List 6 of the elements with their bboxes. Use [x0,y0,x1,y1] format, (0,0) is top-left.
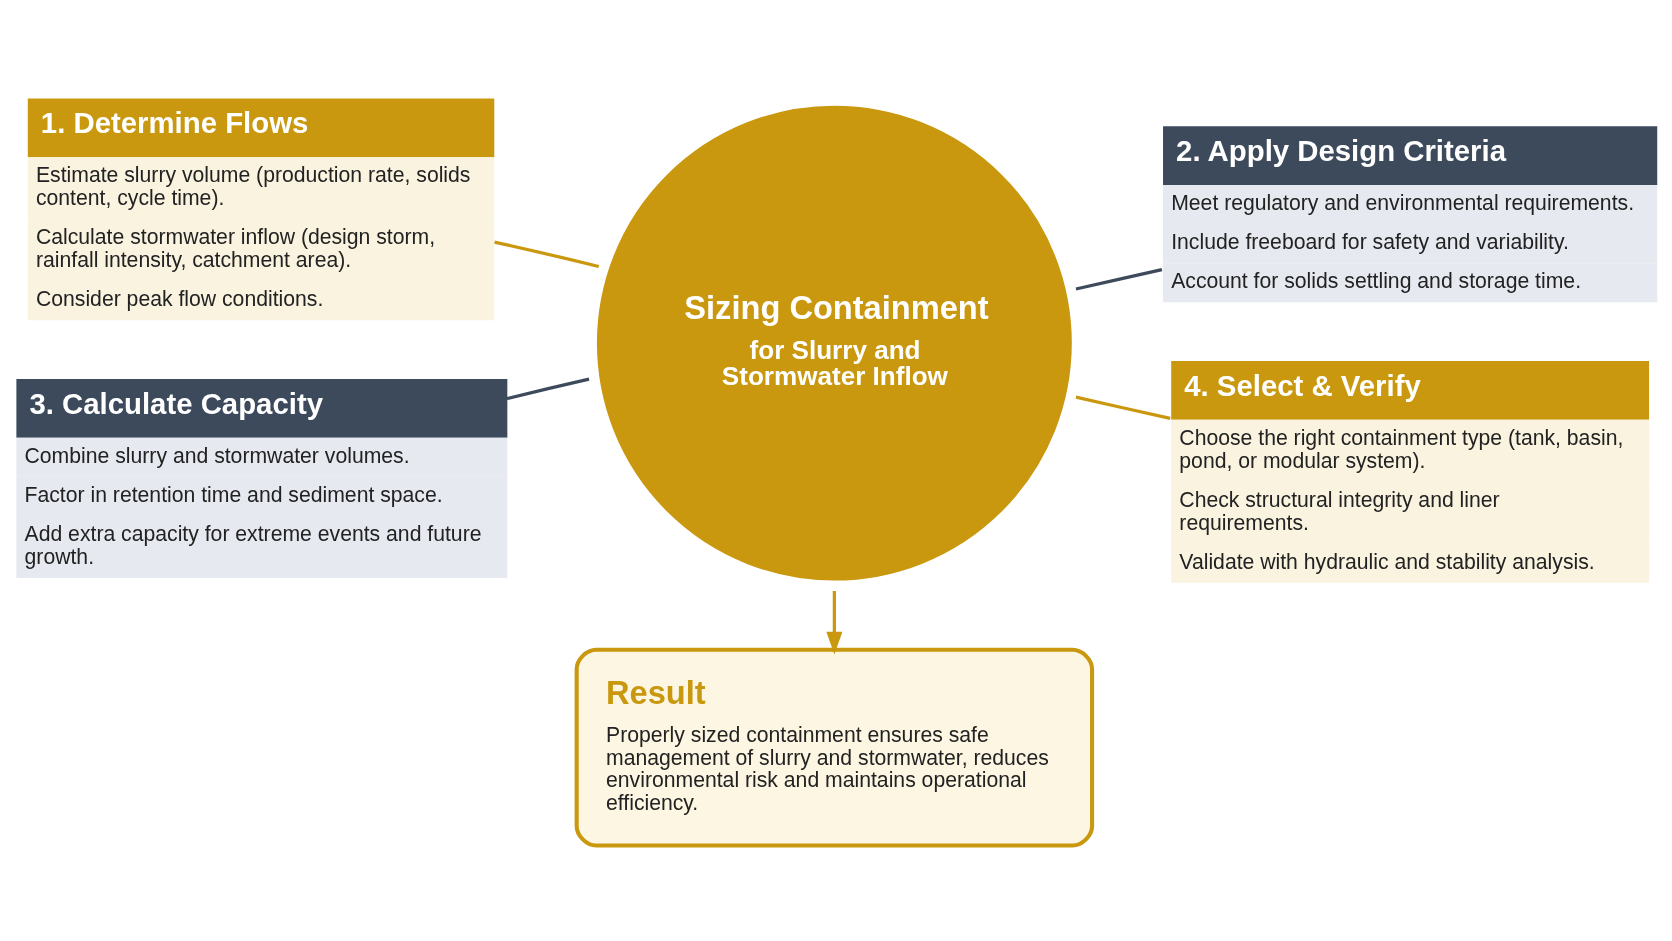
connector [1075,268,1163,291]
node-box: Result Properly sized containment ensures safe management of slurry and stormwater, reduces environmental risk and maintains operational efficiency. [574,647,1095,848]
arrow [826,591,843,655]
connector [1075,395,1171,420]
connector [506,377,590,401]
connector [494,240,600,269]
